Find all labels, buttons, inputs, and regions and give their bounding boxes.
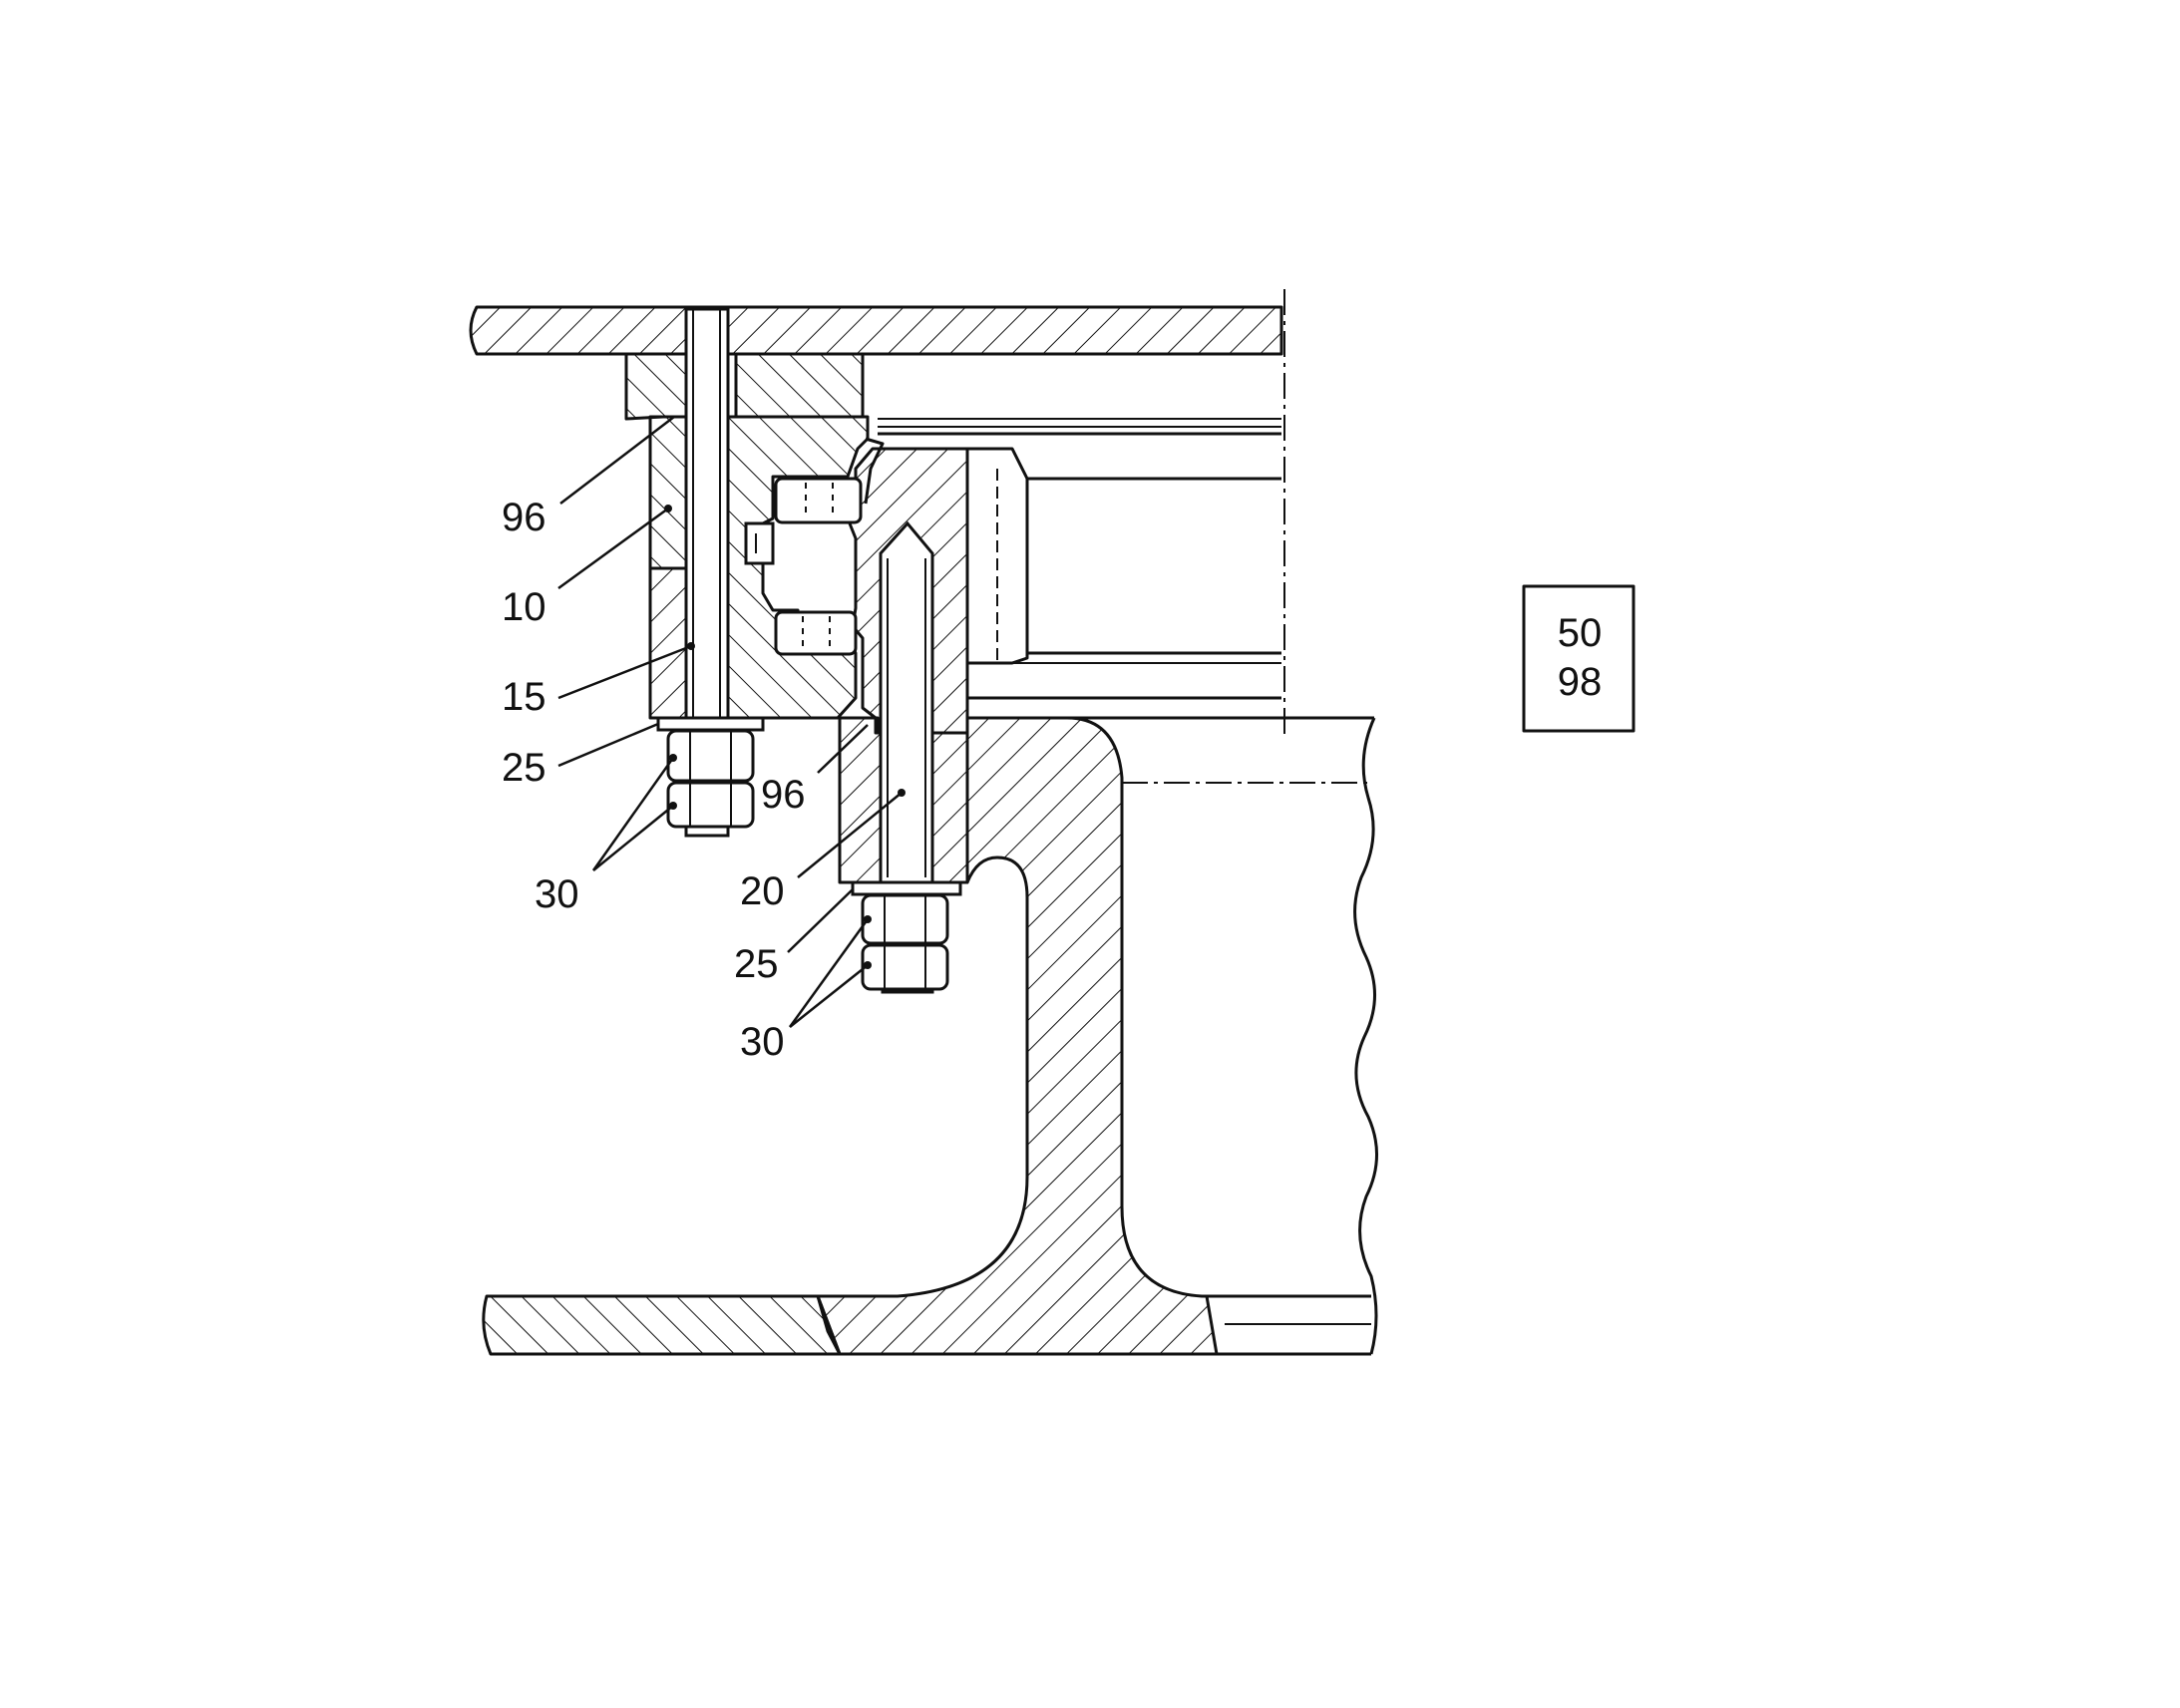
callout-lower-seal: 96 <box>761 773 806 817</box>
callout-lower-stud: 20 <box>740 869 785 913</box>
callout-labels: 96 10 15 25 30 96 20 25 30 <box>502 496 806 1064</box>
reference-box-line2: 98 <box>1558 660 1603 704</box>
retainer-clip <box>744 521 775 565</box>
lower-roller <box>774 610 858 656</box>
upper-spacer <box>624 352 865 421</box>
callout-upper-stud: 15 <box>502 675 546 719</box>
lower-washer <box>851 880 962 896</box>
reference-box-line1: 50 <box>1558 611 1603 655</box>
callout-upper-nuts: 30 <box>535 872 579 916</box>
upper-roller <box>774 437 885 524</box>
reference-box: 50 98 <box>1522 584 1635 733</box>
leader-lines <box>557 416 906 1028</box>
callout-lower-nuts: 30 <box>740 1020 785 1064</box>
lower-nuts <box>861 893 949 991</box>
upper-nuts <box>666 729 755 829</box>
upper-washer <box>656 716 765 732</box>
callout-upper-seal: 96 <box>502 496 546 539</box>
outer-bearing-ring <box>648 415 870 720</box>
callout-outer-ring: 10 <box>502 585 546 629</box>
callout-upper-washer: 25 <box>502 746 546 790</box>
callout-lower-washer: 25 <box>734 942 779 986</box>
